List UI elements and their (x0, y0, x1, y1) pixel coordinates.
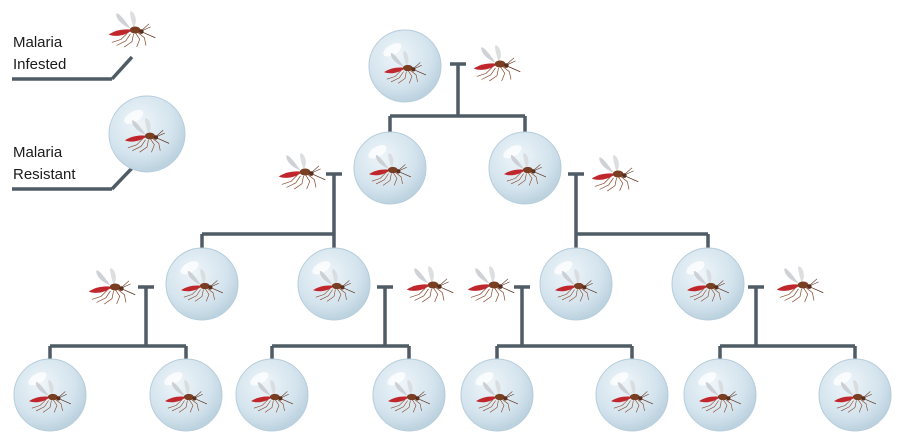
legend-infested-pointer (110, 55, 134, 81)
gen1-right-mosquito-icon (591, 154, 639, 192)
legend-infested-label: Malaria Infested (13, 32, 66, 76)
mosquitoes (28, 10, 877, 413)
gen0-mosquito-icon (473, 44, 521, 82)
legend-resistant-label: Malaria Resistant (13, 142, 76, 186)
legend-infested-line1: Malaria (13, 34, 63, 51)
connector-lines (12, 55, 857, 360)
legend-infested-mosquito-icon (108, 10, 156, 48)
gen2-mosquito-icon-1 (88, 267, 136, 305)
gen1-left-mosquito-icon (278, 152, 326, 190)
resistant-bubbles (13, 29, 892, 432)
gen2-mosquito-icon-4 (776, 265, 824, 303)
gen2-mosquito-icon-2 (406, 265, 454, 303)
legend-infested-line2: Infested (13, 56, 67, 73)
legend-resistant-pointer (110, 164, 136, 191)
legend-resistant-line2: Resistant (13, 166, 76, 183)
gen2-mosquito-icon-3 (467, 265, 515, 303)
legend-resistant-line1: Malaria (13, 144, 63, 161)
